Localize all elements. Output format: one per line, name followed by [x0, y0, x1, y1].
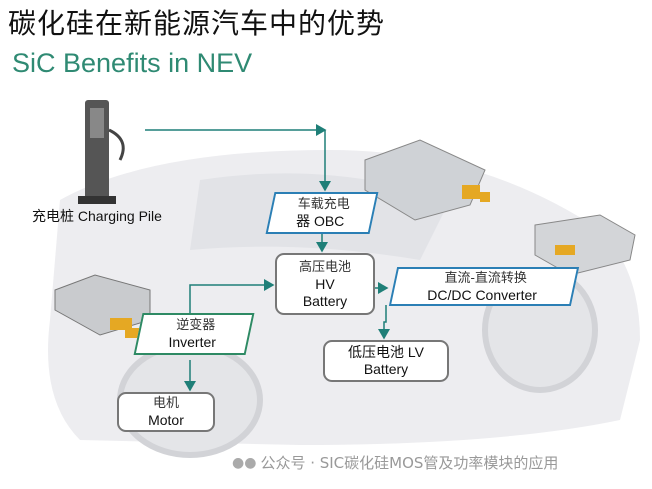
dcdc-box: 直流-直流转换 DC/DC Converter: [388, 267, 580, 306]
title-english: SiC Benefits in NEV: [12, 48, 253, 78]
hv-label-en2: Battery: [302, 292, 348, 309]
inverter-label-en: Inverter: [168, 334, 216, 350]
inverter-module-icon: [54, 274, 151, 338]
obc-label-cn: 车载充电: [297, 197, 350, 212]
watermark-text: 公众号 · SIC碳化硅MOS管及功率模块的应用: [260, 454, 559, 472]
lv-label-cn: 低压电池 LV: [348, 344, 424, 360]
obc-label-en: 器 OBC: [296, 213, 345, 229]
dcdc-label-en: DC/DC Converter: [427, 286, 538, 303]
hv-battery-box: 高压电池 HV Battery: [275, 253, 375, 315]
motor-label-cn: 电机: [152, 396, 179, 411]
motor-box: 电机 Motor: [117, 392, 215, 432]
dcdc-label-cn: 直流-直流转换: [444, 270, 528, 286]
charging-pile-icon: [78, 100, 125, 204]
dcdc-module-icon: [534, 214, 636, 276]
inverter-box: 逆变器 Inverter: [133, 313, 255, 355]
watermark: ●● 公众号 · SIC碳化硅MOS管及功率模块的应用: [232, 452, 558, 473]
inverter-label-cn: 逆变器: [176, 318, 216, 333]
motor-label-en: Motor: [148, 412, 184, 428]
hv-label-cn: 高压电池: [298, 259, 351, 275]
obc-box: 车载充电 器 OBC: [265, 192, 379, 234]
charging-pile-label: 充电桩 Charging Pile: [32, 208, 162, 224]
obc-module-icon: [364, 139, 490, 221]
hv-label-en1: HV: [315, 275, 335, 292]
title-chinese: 碳化硅在新能源汽车中的优势: [8, 7, 386, 40]
lv-battery-box: 低压电池 LV Battery: [323, 340, 449, 382]
wechat-icon: ●●: [232, 454, 257, 471]
lv-label-en: Battery: [363, 361, 409, 377]
